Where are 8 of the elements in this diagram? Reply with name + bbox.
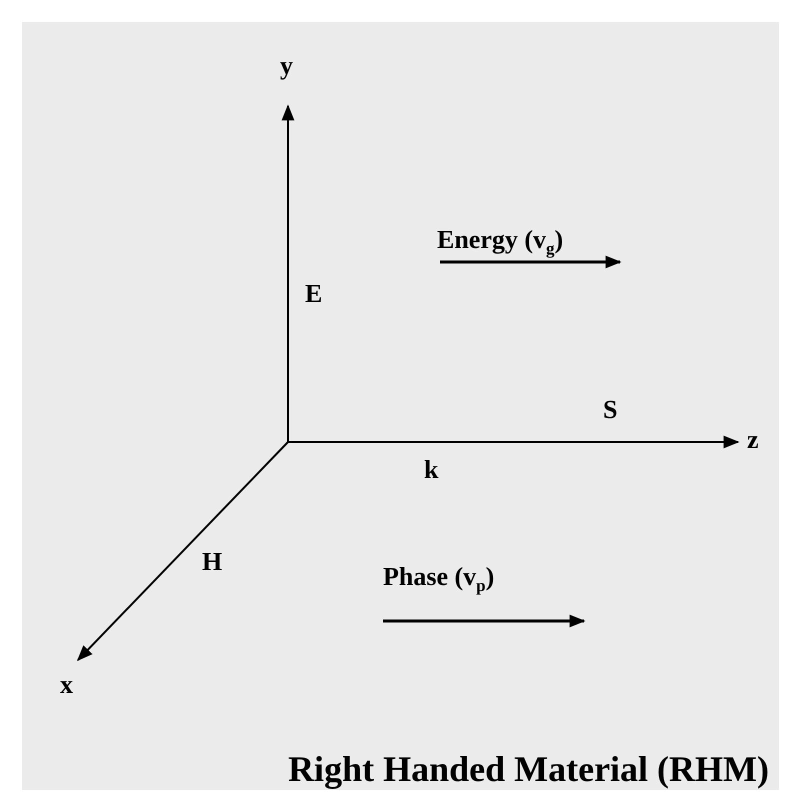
axis-label: k (424, 456, 438, 485)
axis-label: x (60, 671, 73, 700)
axis-label: S (603, 396, 618, 425)
caption: Right Handed Material (RHM) (287, 748, 769, 790)
axis-label: y (280, 52, 293, 81)
axis-label: E (305, 280, 322, 309)
axis-label: H (202, 548, 222, 577)
axis-label: z (747, 426, 759, 455)
